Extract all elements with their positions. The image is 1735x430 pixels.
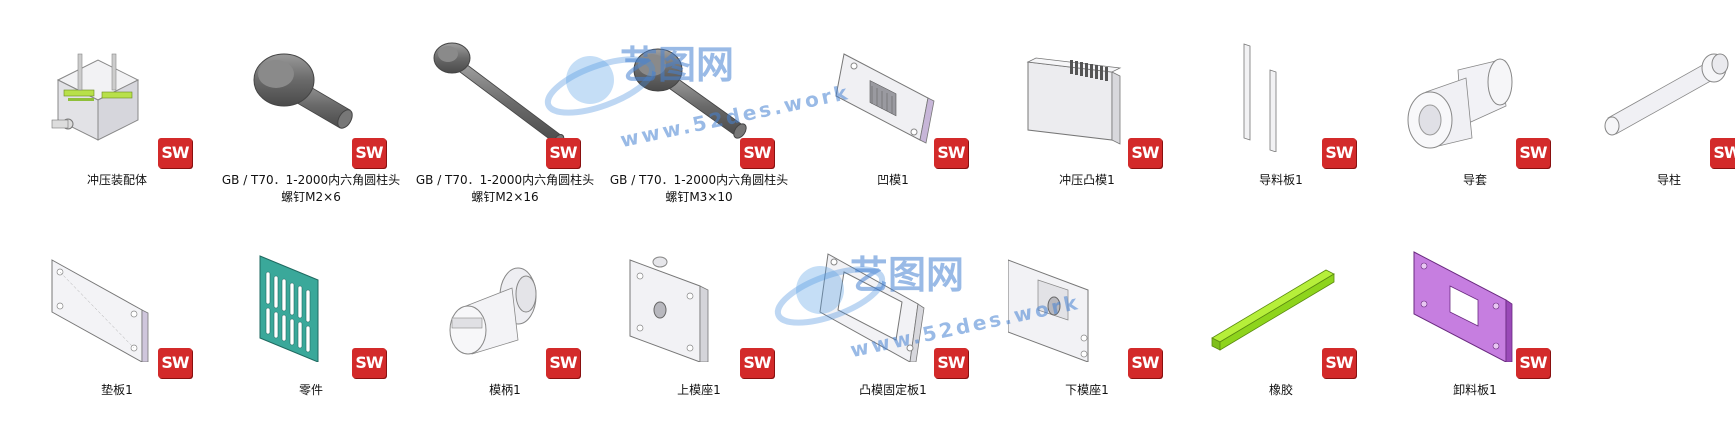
backing-plate-icon [38, 250, 194, 362]
solidworks-icon: SW [1128, 138, 1162, 168]
guide-pillar-icon [1590, 40, 1735, 152]
solidworks-icon: SW [740, 138, 774, 168]
die-plate-icon [814, 40, 970, 152]
die-shank-icon [426, 250, 582, 362]
file-item[interactable]: SW 导料板1 [1184, 30, 1378, 240]
file-label: 冲压凸模1 [1059, 173, 1115, 187]
solidworks-icon: SW [1516, 348, 1550, 378]
file-item[interactable]: SW 橡胶 [1184, 240, 1378, 410]
file-item[interactable]: SW 导柱 [1572, 30, 1735, 240]
solidworks-icon: SW [1322, 348, 1356, 378]
file-label: 下模座1 [1065, 383, 1109, 397]
file-item[interactable]: SW 模柄1 [408, 240, 602, 410]
file-item[interactable]: SW GB / T70．1-2000内六角圆柱头 螺钉M2×6 [214, 30, 408, 240]
solidworks-icon: SW [1516, 138, 1550, 168]
file-item[interactable]: SW 上模座1 [602, 240, 796, 410]
file-label: 垫板1 [101, 383, 133, 397]
file-grid: SW 冲压装配体 SW GB / T70．1-2000内六角圆柱头 螺钉M2×6 [20, 30, 1735, 410]
screw-short-icon [232, 40, 388, 152]
file-label: GB / T70．1-2000内六角圆柱头 螺钉M3×10 [609, 173, 789, 204]
solidworks-icon: SW [352, 138, 386, 168]
punch-retainer-icon [814, 250, 970, 362]
upper-die-base-icon [620, 250, 776, 362]
guide-strip-icon [1202, 40, 1358, 152]
file-item[interactable]: SW GB / T70．1-2000内六角圆柱头 螺钉M3×10 [602, 30, 796, 240]
file-label: 导料板1 [1259, 173, 1303, 187]
file-item[interactable]: SW GB / T70．1-2000内六角圆柱头 螺钉M2×16 [408, 30, 602, 240]
file-item[interactable]: SW 冲压凸模1 [990, 30, 1184, 240]
solidworks-icon: SW [352, 348, 386, 378]
file-label: 导柱 [1656, 173, 1681, 187]
solidworks-icon: SW [934, 348, 968, 378]
file-item[interactable]: SW 凹模1 [796, 30, 990, 240]
solidworks-icon: SW [158, 348, 192, 378]
file-label: GB / T70．1-2000内六角圆柱头 螺钉M2×16 [415, 173, 595, 204]
rubber-bar-icon [1202, 250, 1358, 362]
solidworks-icon: SW [740, 348, 774, 378]
stripper-plate-icon [1396, 250, 1552, 362]
file-label: 上模座1 [677, 383, 721, 397]
screw-medium-icon [620, 40, 776, 152]
file-label: 冲压装配体 [86, 173, 147, 187]
file-label: 模柄1 [489, 383, 521, 397]
solidworks-icon: SW [546, 138, 580, 168]
solidworks-icon: SW [546, 348, 580, 378]
file-label: 导套 [1462, 173, 1487, 187]
solidworks-icon: SW [158, 138, 192, 168]
file-label: 凹模1 [877, 173, 909, 187]
file-item[interactable]: SW 凸模固定板1 [796, 240, 990, 410]
file-label: 零件 [298, 383, 323, 397]
solidworks-icon: SW [1128, 348, 1162, 378]
guide-bushing-icon [1396, 40, 1552, 152]
solidworks-icon: SW [1322, 138, 1356, 168]
screw-long-icon [426, 40, 582, 152]
solidworks-icon: SW [934, 138, 968, 168]
solidworks-icon: SW [1710, 138, 1735, 168]
lower-die-base-icon [1008, 250, 1164, 362]
file-item[interactable]: SW 下模座1 [990, 240, 1184, 410]
strip-part-icon [232, 250, 388, 362]
file-label: 卸料板1 [1453, 383, 1497, 397]
file-item[interactable]: SW 零件 [214, 240, 408, 410]
file-label: 凸模固定板1 [859, 383, 927, 397]
punch-icon [1008, 40, 1164, 152]
file-label: 橡胶 [1268, 383, 1293, 397]
assembly-icon [38, 40, 194, 152]
file-item[interactable]: SW 冲压装配体 [20, 30, 214, 240]
file-label: GB / T70．1-2000内六角圆柱头 螺钉M2×6 [221, 173, 401, 204]
file-item[interactable]: SW 导套 [1378, 30, 1572, 240]
file-item[interactable]: SW 垫板1 [20, 240, 214, 410]
file-item[interactable]: SW 卸料板1 [1378, 240, 1572, 410]
